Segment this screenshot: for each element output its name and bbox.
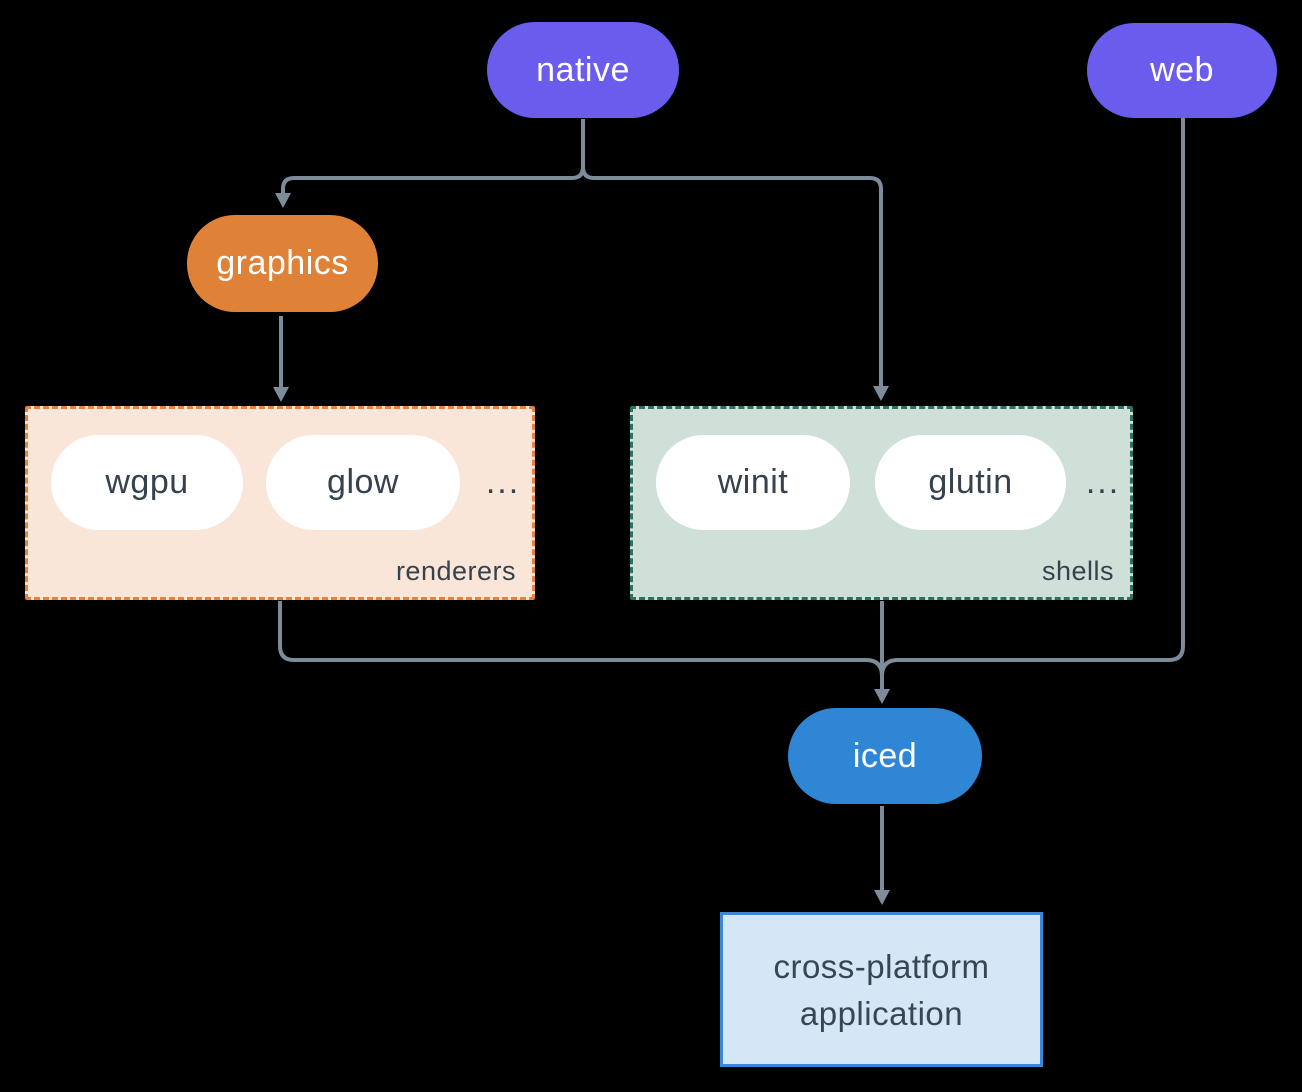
node-iced-label: iced: [852, 736, 918, 775]
connector-renderers-to-merge: [278, 601, 884, 677]
node-graphics-label: graphics: [216, 244, 349, 282]
arrowhead-iced: [874, 689, 890, 704]
arrowhead-shells: [873, 386, 889, 401]
group-renderers-label: renderers: [395, 556, 516, 586]
node-glutin: glutin: [875, 435, 1066, 530]
node-winit-label: winit: [717, 463, 789, 501]
connector-group: [278, 118, 1185, 892]
node-glow-label: glow: [327, 463, 399, 501]
group-shells: winit glutin ... shells: [630, 406, 1133, 600]
node-iced: iced: [788, 708, 982, 804]
node-graphics: graphics: [187, 215, 378, 312]
node-cross-platform-application: cross-platform application: [720, 912, 1043, 1067]
group-renderers: wgpu glow ... renderers: [25, 406, 535, 600]
arrowhead-application: [874, 890, 890, 905]
node-winit: winit: [656, 435, 850, 530]
shells-ellipsis: ...: [1085, 463, 1121, 501]
application-label-line2: application: [799, 994, 964, 1032]
arrowhead-graphics: [275, 193, 291, 208]
node-native: native: [487, 22, 679, 118]
node-glow: glow: [266, 435, 460, 530]
node-wgpu-label: wgpu: [105, 463, 189, 501]
node-wgpu: wgpu: [51, 435, 243, 530]
node-native-label: native: [536, 50, 630, 89]
arrowhead-renderers: [273, 387, 289, 402]
node-glutin-label: glutin: [928, 463, 1013, 501]
arrowhead-group: [273, 193, 890, 905]
group-shells-label: shells: [1041, 556, 1114, 586]
renderers-ellipsis: ...: [485, 463, 521, 501]
node-web: web: [1087, 23, 1277, 118]
connector-native-to-shells: [581, 119, 883, 388]
node-web-label: web: [1150, 51, 1214, 89]
connector-native-to-graphics: [281, 119, 585, 195]
application-label-line1: cross-platform: [773, 947, 990, 985]
